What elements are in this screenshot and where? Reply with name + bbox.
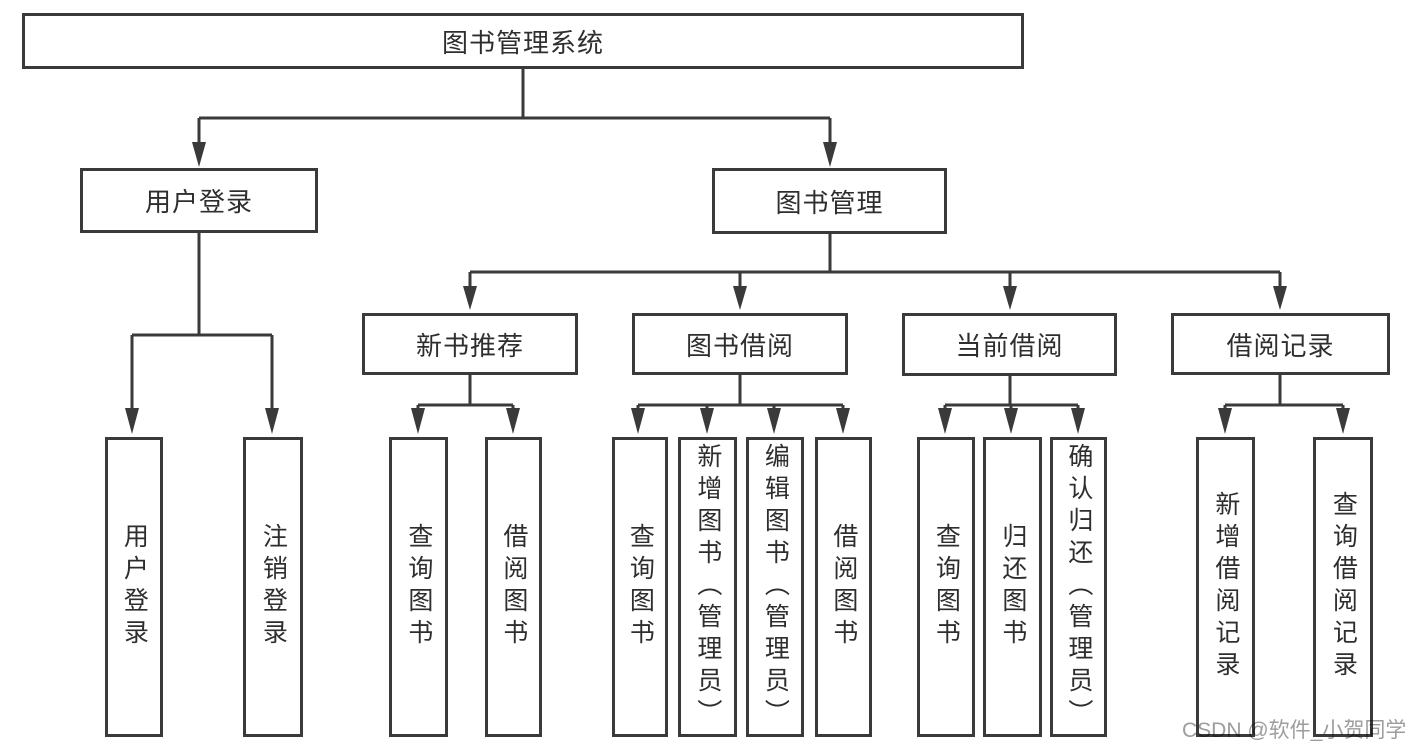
leaf-return-book: 归还图书: [983, 437, 1042, 737]
node-root-system: 图书管理系统: [22, 13, 1024, 69]
node-user-login-label: 用户登录: [144, 187, 253, 217]
node-current-borrowing-label: 当前借阅: [955, 331, 1064, 361]
node-book-borrowing: 图书借阅: [632, 313, 848, 375]
node-book-borrowing-label: 图书借阅: [685, 330, 794, 361]
node-new-book-recommend-label: 新书推荐: [415, 330, 524, 361]
leaf-borrow-book-recommend-label: 借阅图书: [499, 523, 528, 651]
node-current-borrowing: 当前借阅: [902, 313, 1117, 376]
leaf-query-book-recommend-label: 查询图书: [404, 523, 433, 651]
arrowheads: [125, 142, 1350, 434]
leaf-query-borrow-record-label: 查询借阅记录: [1329, 491, 1358, 683]
leaf-borrow-book-recommend: 借阅图书: [485, 437, 542, 737]
leaf-add-borrow-record: 新增借阅记录: [1196, 437, 1255, 737]
leaf-query-book-borrowing: 查询图书: [612, 437, 668, 737]
node-root-system-label: 图书管理系统: [441, 27, 604, 58]
leaf-edit-book-admin: 编辑图书（管理员）: [746, 437, 804, 737]
node-borrowing-records: 借阅记录: [1171, 313, 1390, 375]
csdn-watermark: CSDN @软件_小贺同学: [1182, 719, 1405, 742]
node-borrowing-records-label: 借阅记录: [1226, 330, 1335, 361]
leaf-borrow-book-borrowing: 借阅图书: [815, 437, 872, 737]
leaf-add-book-admin: 新增图书（管理员）: [678, 437, 737, 737]
leaf-query-borrow-record: 查询借阅记录: [1313, 437, 1373, 737]
leaf-query-book-recommend: 查询图书: [389, 437, 448, 737]
node-new-book-recommend: 新书推荐: [362, 313, 578, 375]
leaf-query-book-borrowing-label: 查询图书: [626, 523, 655, 651]
leaf-user-login: 用户登录: [105, 437, 163, 737]
node-book-management: 图书管理: [712, 168, 947, 234]
leaf-borrow-book-borrowing-label: 借阅图书: [829, 523, 858, 651]
leaf-return-book-label: 归还图书: [998, 523, 1027, 651]
node-user-login: 用户登录: [80, 168, 318, 233]
leaf-confirm-return-admin-label: 确认归还（管理员）: [1064, 443, 1093, 731]
leaf-add-book-admin-label: 新增图书（管理员）: [693, 443, 722, 731]
leaf-confirm-return-admin: 确认归还（管理员）: [1050, 437, 1107, 737]
leaf-query-book-current-label: 查询图书: [932, 523, 961, 651]
leaf-user-login-label: 用户登录: [120, 523, 149, 651]
node-book-management-label: 图书管理: [775, 187, 884, 218]
leaf-edit-book-admin-label: 编辑图书（管理员）: [761, 443, 790, 731]
leaf-add-borrow-record-label: 新增借阅记录: [1211, 491, 1240, 683]
leaf-query-book-current: 查询图书: [917, 437, 975, 737]
leaf-logout-label: 注销登录: [259, 523, 288, 651]
leaf-logout: 注销登录: [243, 437, 303, 737]
